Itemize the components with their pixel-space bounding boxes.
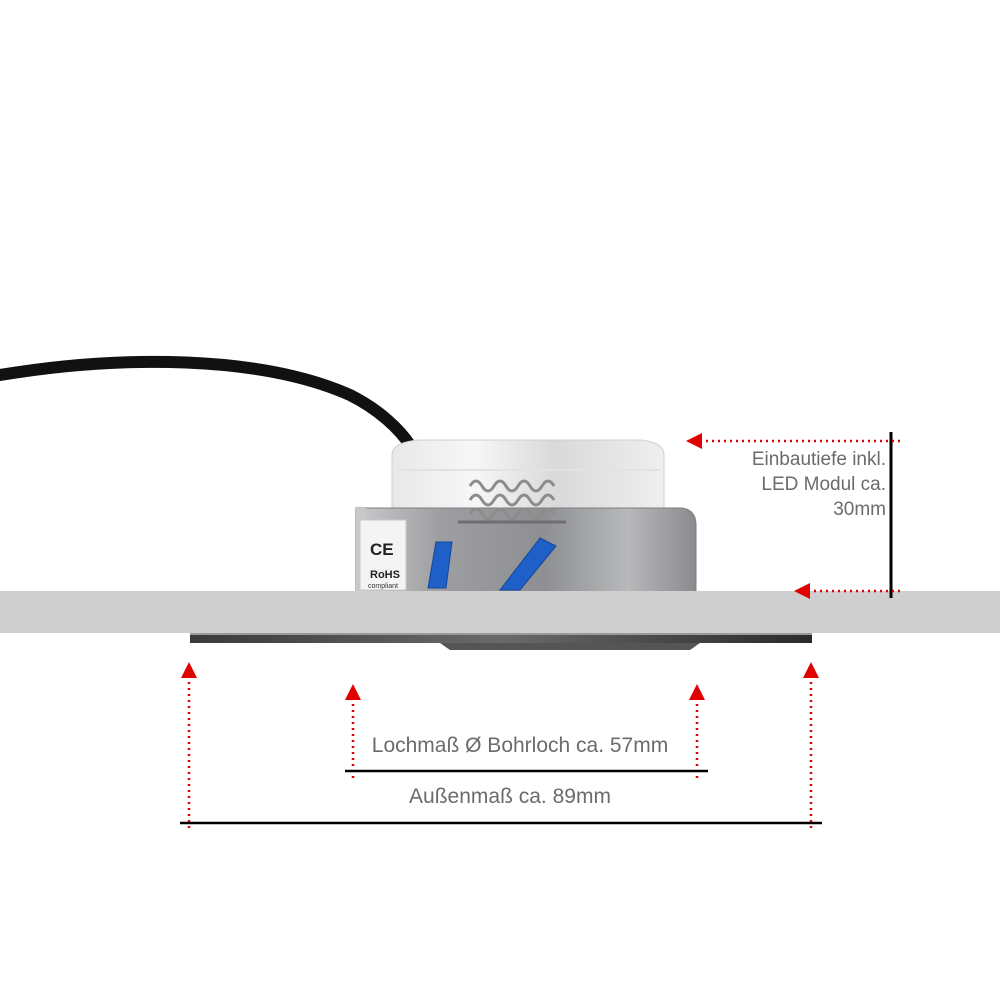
trim-flange xyxy=(190,633,812,650)
spring-clip xyxy=(458,479,566,524)
blue-wires xyxy=(427,537,557,591)
installation-depth-label: Einbautiefe inkl. LED Modul ca. 30mm xyxy=(700,447,886,522)
depth-top-arrow xyxy=(686,433,900,449)
hole-left-arrow xyxy=(345,684,361,780)
outer-left-arrow xyxy=(181,662,197,830)
outer-size-label: Außenmaß ca. 89mm xyxy=(409,785,611,808)
rohs-mark: RoHS xyxy=(370,569,400,581)
label-sticker xyxy=(359,519,407,591)
depth-bottom-arrow xyxy=(794,583,902,599)
installation-depth-line-1: Einbautiefe inkl. xyxy=(751,449,886,470)
hole-right-arrow xyxy=(689,684,705,780)
rohs-compliant-text: compliant xyxy=(368,583,398,590)
ceiling-panel xyxy=(0,591,1000,633)
power-cable xyxy=(0,355,416,451)
installation-depth-line-3: 30mm xyxy=(833,499,886,520)
ce-mark: CE xyxy=(370,540,394,559)
hole-size-label: Lochmaß Ø Bohrloch ca. 57mm xyxy=(371,734,669,757)
led-module xyxy=(391,439,665,511)
installation-depth-line-2: LED Modul ca. xyxy=(761,474,886,495)
outer-right-arrow xyxy=(803,662,819,830)
